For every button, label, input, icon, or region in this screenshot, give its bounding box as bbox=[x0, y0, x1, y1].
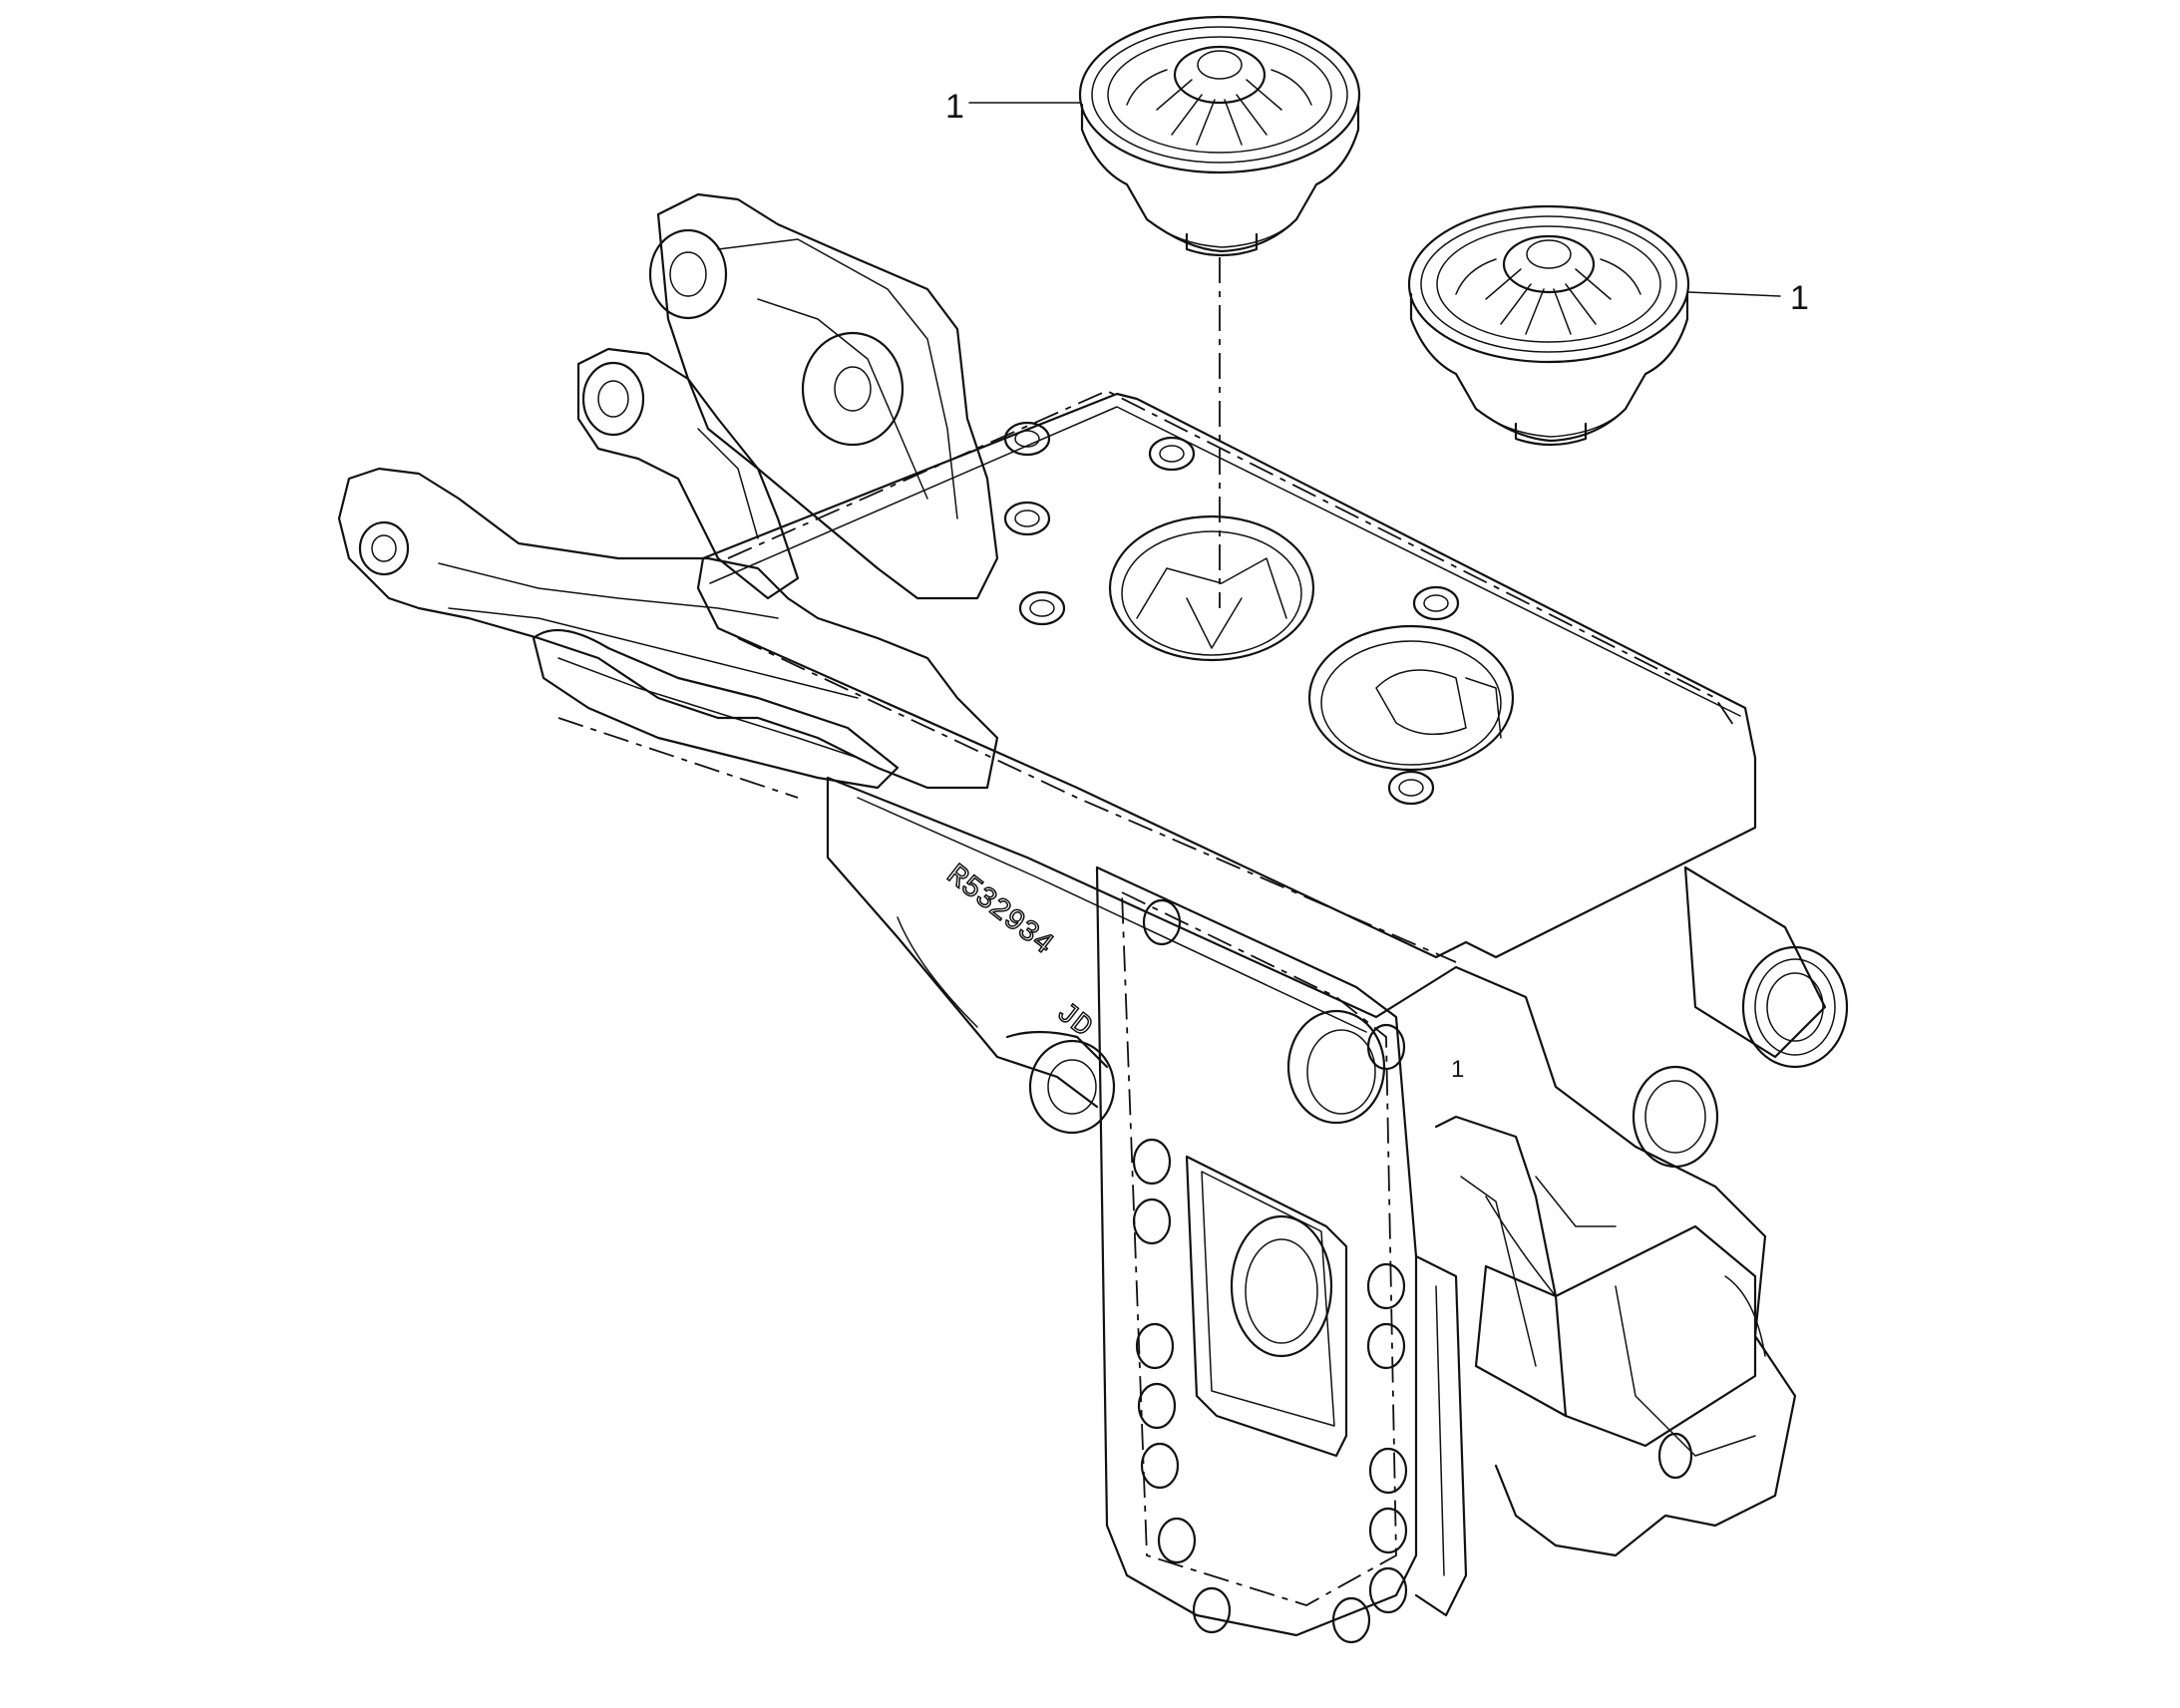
callout-thermostat-right: 1 bbox=[1687, 279, 1809, 317]
thermostat-bore-right bbox=[1307, 624, 1515, 772]
thermostat-right bbox=[1407, 204, 1690, 447]
maker-stamp: JD bbox=[1049, 996, 1098, 1045]
thermostat-top bbox=[1078, 15, 1361, 257]
thermostat-bore-left bbox=[1108, 514, 1315, 662]
callout-label: 1 bbox=[945, 88, 964, 126]
thermostat-housing bbox=[337, 192, 1849, 1644]
callout-thermostat-top: 1 bbox=[945, 88, 1081, 126]
mounting-plate bbox=[1095, 865, 1418, 1644]
bracket-arms bbox=[337, 192, 1116, 1135]
side-mark: 1 bbox=[1451, 1056, 1464, 1083]
flange-holes bbox=[1003, 421, 1460, 806]
part-number-stamp: R532934 bbox=[939, 858, 1059, 962]
outlet-spigot bbox=[1632, 865, 1849, 1169]
callout-label: 1 bbox=[1790, 279, 1809, 317]
